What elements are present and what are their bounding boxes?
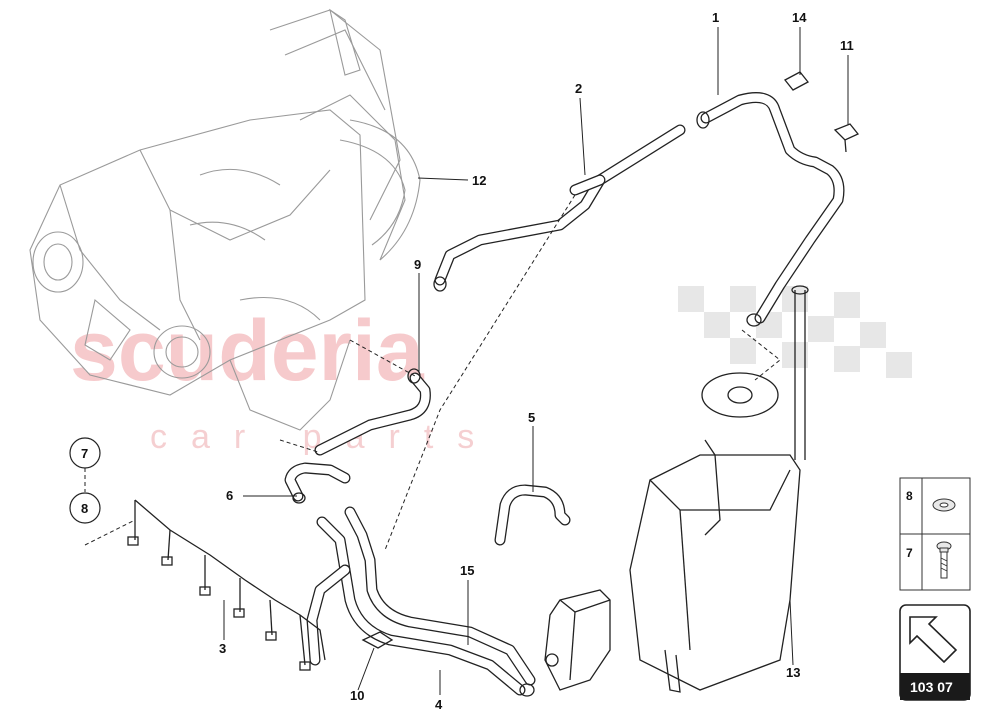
part-1-hose (696, 92, 845, 327)
callout-11: 11 (840, 38, 854, 53)
circle-callout-7-label: 7 (81, 446, 88, 461)
leader-lines (223, 27, 849, 695)
engine-block-drawing (29, 8, 421, 431)
legend-label-8: 8 (906, 489, 913, 503)
circle-callout-8[interactable]: 8 (69, 492, 101, 524)
washer-icon (932, 498, 956, 512)
bolt-icon (936, 541, 952, 579)
pump-assembly (544, 589, 611, 691)
circle-callout-8-label: 8 (81, 501, 88, 516)
part-11-bracket (833, 123, 860, 153)
callout-1: 1 (712, 10, 719, 25)
hardware-legend: 8 7 (899, 477, 971, 591)
callout-4: 4 (435, 697, 443, 712)
legend-label-7: 7 (906, 546, 913, 560)
checkered-flag-watermark (678, 286, 912, 378)
callout-9: 9 (414, 257, 421, 272)
part-3-harness (127, 499, 326, 671)
part-5-hose (494, 484, 571, 546)
circle-callout-7[interactable]: 7 (69, 437, 101, 469)
page-nav-button[interactable]: 103 07 (899, 604, 971, 701)
part-15-part-4-hoses (306, 506, 536, 697)
watermark-brand: scuderia (70, 303, 425, 399)
callout-2: 2 (575, 81, 582, 96)
callout-5: 5 (528, 410, 535, 425)
callout-3: 3 (219, 641, 226, 656)
callout-10: 10 (350, 688, 364, 703)
part-9-hose (314, 368, 431, 456)
part-6-hose (284, 462, 351, 504)
part-14-clip (784, 71, 809, 91)
arrow-up-left-icon (909, 616, 958, 664)
callout-6: 6 (226, 488, 233, 503)
callout-12: 12 (472, 173, 486, 188)
watermark-subtitle: car parts (150, 418, 498, 456)
part-2-y-hose (433, 124, 686, 292)
page-reference: 103 07 (910, 679, 953, 695)
dashed-connection-lines (84, 194, 781, 551)
part-13-reservoir-tank (629, 285, 809, 693)
callout-13: 13 (786, 665, 800, 680)
callout-15: 15 (460, 563, 474, 578)
callout-14: 14 (792, 10, 807, 25)
part-10-clip (361, 631, 394, 649)
